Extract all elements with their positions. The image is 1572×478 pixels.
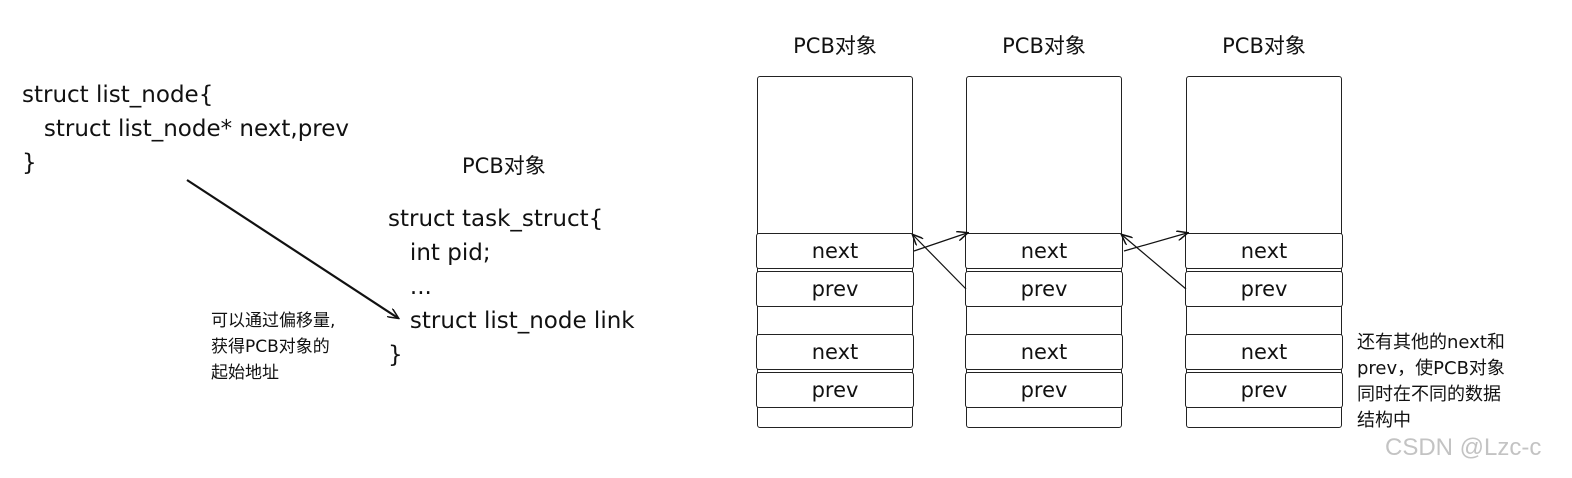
next-field: next <box>1185 233 1343 269</box>
note-line: 可以通过偏移量, <box>211 311 336 331</box>
side-note: 还有其他的next和 prev，使PCB对象 同时在不同的数据 结构中 <box>1357 330 1505 434</box>
list-node-code: struct list_node{ struct list_node* next… <box>22 78 349 180</box>
prev-field: prev <box>756 271 914 307</box>
pcb-object-title: PCB对象 <box>462 154 546 178</box>
pcb-object-box: next prev next prev <box>965 76 1123 428</box>
note-line: prev，使PCB对象 <box>1357 358 1505 379</box>
note-line: 同时在不同的数据 <box>1357 384 1501 405</box>
note-line: 结构中 <box>1357 410 1411 431</box>
watermark: CSDN @Lzc-c <box>1385 434 1542 461</box>
note-line: 起始地址 <box>211 363 279 383</box>
offset-arrow <box>186 179 398 318</box>
offset-note: 可以通过偏移量, 获得PCB对象的 起始地址 <box>211 308 335 386</box>
next-field: next <box>965 334 1123 370</box>
next-field: next <box>756 334 914 370</box>
prev-field: prev <box>965 271 1123 307</box>
pcb-column-title: PCB对象 <box>793 34 877 58</box>
code-line: } <box>22 150 37 176</box>
prev-field: prev <box>1185 372 1343 408</box>
next-field: next <box>965 233 1123 269</box>
pcb-column-title: PCB对象 <box>1002 34 1086 58</box>
pcb-object-box: next prev next prev <box>1185 76 1343 428</box>
code-line: struct list_node link <box>388 308 635 334</box>
next-link-arrow <box>913 233 967 252</box>
task-struct-code: struct task_struct{ int pid; ... struct … <box>388 202 635 372</box>
next-field: next <box>756 233 914 269</box>
note-line: 获得PCB对象的 <box>211 337 330 357</box>
code-line: struct task_struct{ <box>388 206 604 232</box>
prev-field: prev <box>1185 271 1343 307</box>
code-line: struct list_node{ <box>22 82 214 108</box>
note-line: 还有其他的next和 <box>1357 332 1505 353</box>
next-link-arrow <box>1123 233 1187 252</box>
prev-link-arrow <box>1122 235 1187 290</box>
prev-field: prev <box>756 372 914 408</box>
code-line: struct list_node* next,prev <box>22 116 350 142</box>
code-line: ... <box>388 274 432 300</box>
pcb-column-title: PCB对象 <box>1222 34 1306 58</box>
prev-field: prev <box>965 372 1123 408</box>
next-field: next <box>1185 334 1343 370</box>
code-line: } <box>388 342 403 368</box>
prev-link-arrow <box>913 235 967 290</box>
pcb-object-box: next prev next prev <box>756 76 914 428</box>
code-line: int pid; <box>388 240 491 266</box>
